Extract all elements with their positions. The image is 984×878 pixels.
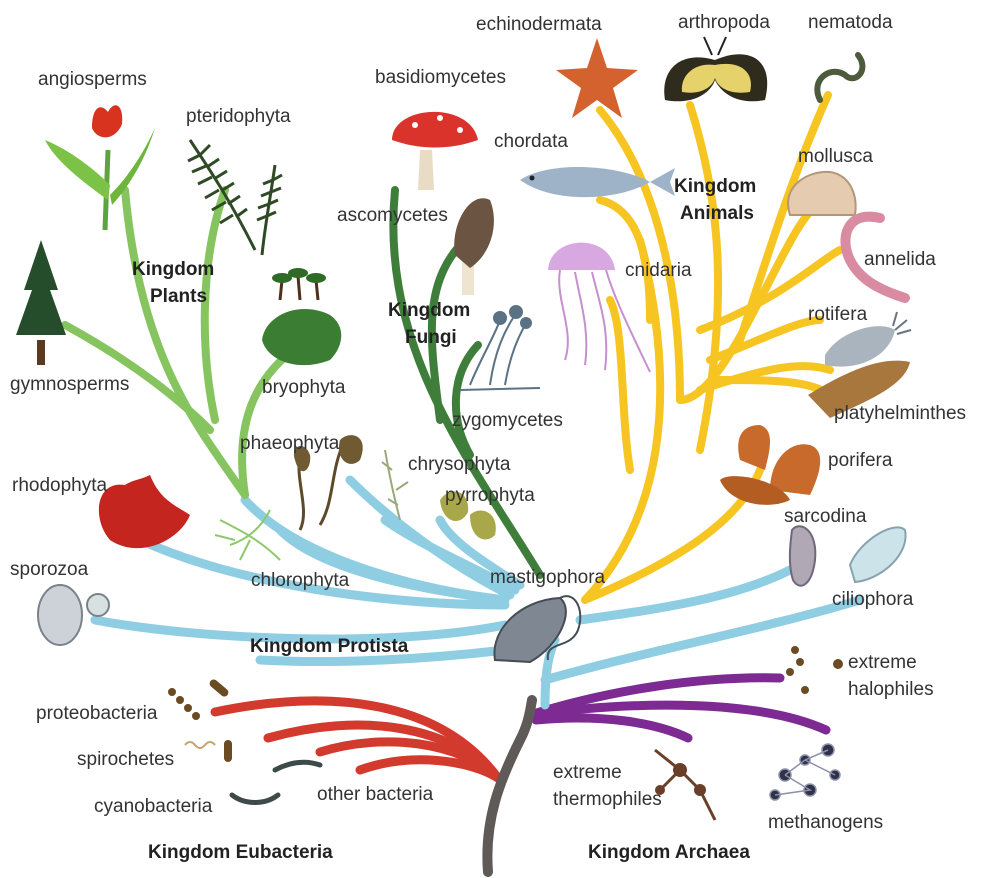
label-ciliophora: ciliophora xyxy=(832,589,914,610)
label-sporozoa: sporozoa xyxy=(10,559,89,580)
label-phaeophyta: phaeophyta xyxy=(240,433,340,454)
bryophyta-moss-icon xyxy=(262,268,341,365)
label-mastigophora: mastigophora xyxy=(490,567,606,588)
label-bryophyta: bryophyta xyxy=(262,377,346,398)
basidiomycete-mushroom-icon xyxy=(392,112,478,190)
label-porifera: porifera xyxy=(828,450,893,471)
label-extreme-thermophiles-line1: extreme xyxy=(553,762,622,783)
cyanobacteria-icon xyxy=(232,762,320,802)
nematoda-worm-icon xyxy=(817,55,862,100)
arthropoda-butterfly-icon xyxy=(664,37,767,101)
label-methanogens: methanogens xyxy=(768,812,883,833)
trunk xyxy=(487,700,532,872)
label-rotifera: rotifera xyxy=(808,304,868,325)
extreme-halophiles-icon xyxy=(786,646,843,694)
label-chlorophyta: chlorophyta xyxy=(251,570,350,591)
echinodermata-starfish-icon xyxy=(556,38,638,118)
label-ascomycetes: ascomycetes xyxy=(337,205,448,226)
label-extreme-thermophiles-line2: thermophiles xyxy=(553,789,662,810)
proteobacteria-icon xyxy=(168,678,232,762)
kingdom-archaea: Kingdom Archaea xyxy=(588,842,750,863)
kingdom-eubacteria: Kingdom Eubacteria xyxy=(148,842,333,863)
ciliophora-icon xyxy=(850,527,906,582)
label-pyrrophyta: pyrrophyta xyxy=(445,485,535,506)
label-platyhelminthes: platyhelminthes xyxy=(834,403,966,424)
label-annelida: annelida xyxy=(864,249,936,270)
label-rhodophyta: rhodophyta xyxy=(12,475,108,496)
label-angiosperms: angiosperms xyxy=(38,69,147,90)
kingdom-plants-line1: Kingdom xyxy=(132,259,214,280)
sarcodina-icon xyxy=(790,526,815,585)
label-nematoda: nematoda xyxy=(808,12,893,33)
eubacteria-branches xyxy=(215,701,498,778)
archaea-branches xyxy=(530,678,826,738)
label-cyanobacteria: cyanobacteria xyxy=(94,796,213,817)
label-other-bacteria: other bacteria xyxy=(317,784,434,805)
group-labels: angiosperms pteridophyta gymnosperms bry… xyxy=(10,12,966,833)
angiosperm-tulip-icon xyxy=(45,105,155,230)
methanogens-icon xyxy=(770,744,840,800)
ascomycete-morel-icon xyxy=(454,198,494,295)
kingdom-plants-line2: Plants xyxy=(150,286,207,307)
chordata-fish-icon xyxy=(520,167,675,197)
label-pteridophyta: pteridophyta xyxy=(186,106,291,127)
kingdom-fungi-line2: Fungi xyxy=(405,327,457,348)
label-basidiomycetes: basidiomycetes xyxy=(375,67,506,88)
pteridophyta-fern-icon xyxy=(188,140,282,255)
label-chrysophyta: chrysophyta xyxy=(408,454,511,475)
label-zygomycetes: zygomycetes xyxy=(452,410,563,431)
spirochete-icon xyxy=(185,742,215,748)
label-spirochetes: spirochetes xyxy=(77,749,174,770)
label-extreme-halophiles-line2: halophiles xyxy=(848,679,934,700)
label-echinodermata: echinodermata xyxy=(476,14,602,35)
kingdom-fungi-line1: Kingdom xyxy=(388,300,470,321)
rhodophyta-red-algae-icon xyxy=(99,475,190,548)
gymnosperm-tree-icon xyxy=(16,240,66,365)
porifera-sponge-icon xyxy=(720,425,820,505)
label-proteobacteria: proteobacteria xyxy=(36,703,158,724)
sporozoa-icon xyxy=(38,585,109,645)
label-gymnosperms: gymnosperms xyxy=(10,374,129,395)
extreme-thermophiles-icon xyxy=(655,750,715,820)
label-chordata: chordata xyxy=(494,131,568,152)
kingdom-animals-line1: Kingdom xyxy=(674,176,756,197)
kingdom-animals-line2: Animals xyxy=(680,203,754,224)
label-extreme-halophiles-line1: extreme xyxy=(848,652,917,673)
label-arthropoda: arthropoda xyxy=(678,12,770,33)
kingdom-protista: Kingdom Protista xyxy=(250,636,409,657)
label-sarcodina: sarcodina xyxy=(784,506,867,527)
label-mollusca: mollusca xyxy=(798,146,873,167)
label-cnidaria: cnidaria xyxy=(625,260,692,281)
